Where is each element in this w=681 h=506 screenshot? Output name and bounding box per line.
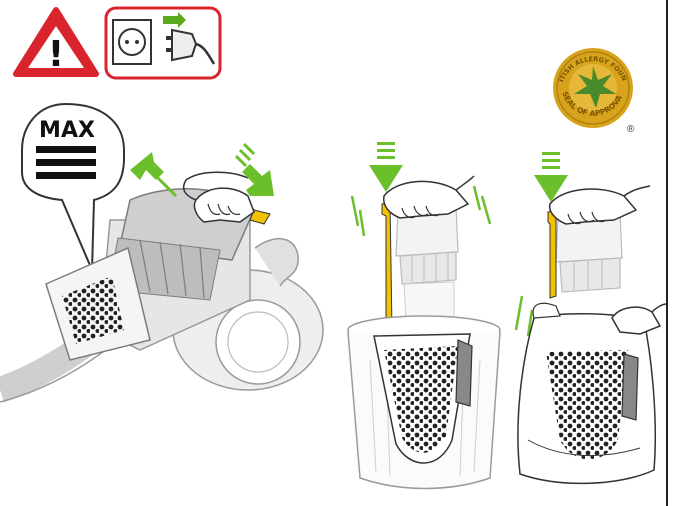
warning-icon: ! <box>16 10 96 75</box>
release-handle[interactable] <box>548 210 556 298</box>
bin-flap <box>456 340 472 406</box>
seal-bottom-text: SEAL OF APPROVAL <box>0 0 624 118</box>
bin-flap <box>622 354 638 420</box>
empty-into-bag-illustration <box>516 152 666 483</box>
press-arrow-icon <box>236 144 274 196</box>
unplug-power-icon <box>106 8 220 78</box>
shake-line <box>474 186 480 210</box>
shake-line <box>516 296 522 330</box>
exclamation-mark: ! <box>48 34 64 75</box>
svg-text:SEAL OF APPROVAL: SEAL OF APPROVAL <box>0 0 624 118</box>
registered-mark: ® <box>627 124 635 135</box>
wheel-icon <box>216 300 300 384</box>
shake-line <box>352 196 358 226</box>
lift-arrow-icon <box>130 152 176 196</box>
release-handle[interactable] <box>382 202 392 332</box>
page-edge-rule <box>666 0 668 506</box>
max-label: MAX <box>39 118 95 143</box>
wall-socket-icon <box>113 20 151 64</box>
down-arrow-icon <box>369 142 403 192</box>
empty-into-trash-can-illustration <box>348 142 500 489</box>
max-line-2 <box>36 159 96 166</box>
max-line-3 <box>36 172 96 179</box>
shake-line <box>482 196 490 224</box>
shake-line <box>360 210 364 236</box>
max-line-1 <box>36 146 96 153</box>
